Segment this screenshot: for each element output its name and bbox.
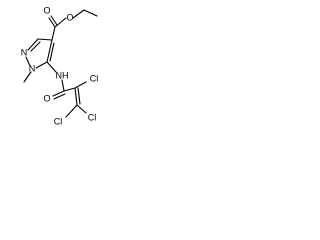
structure-canvas: O O N N NH O Cl Cl Cl — [0, 0, 103, 131]
bond-vinyl-c2-to-cl-b — [76, 104, 87, 114]
bond-ring-n1-c5 — [35, 61, 48, 69]
bond-n1-methyl — [23, 71, 32, 83]
atom-label-cl-c: Cl — [54, 116, 63, 126]
bond-ether-o-to-ch2 — [72, 9, 85, 19]
bond-ring-c3-n2-double — [27, 38, 39, 51]
atom-label-ester-carbonyl-o: O — [43, 5, 50, 15]
atom-label-amide-o: O — [43, 93, 50, 103]
bond-nh-to-amide-c — [61, 79, 65, 92]
atom-label-ring-n2: N — [21, 47, 28, 57]
bond-carbonyl-c-to-ring — [51, 26, 56, 41]
bond-vinyl-double-1 — [74, 87, 78, 106]
bond-ring-c3-n2-inner — [30, 41, 41, 52]
atom-label-cl-a: Cl — [90, 73, 99, 83]
bond-vinyl-double-2 — [77, 87, 81, 105]
bond-amide-c-to-vinyl-c — [63, 87, 76, 92]
bond-ring-c4-c3 — [37, 38, 53, 41]
bond-ring-c5-c4-double — [49, 42, 55, 62]
chemical-structure-diagram: O O N N NH O Cl Cl Cl — [21, 5, 99, 126]
bond-carbonyl-double-1 — [48, 17, 56, 28]
atom-label-cl-b: Cl — [88, 112, 97, 122]
bond-c5-to-nh — [46, 61, 57, 73]
bond-carbonyl-double-2 — [50, 15, 58, 26]
bond-ring-c5-c4 — [46, 39, 53, 63]
bond-vinyl-c-to-cl-a — [74, 81, 87, 89]
bond-ring-n2-n1 — [25, 56, 31, 67]
bond-amide-c-o-double-1 — [52, 90, 65, 97]
bond-ethyl-ch2-ch3 — [83, 9, 98, 17]
bond-carbonyl-to-ether-o — [54, 17, 67, 28]
bond-amide-c-o-double-2 — [53, 93, 66, 100]
atom-label-ester-ether-o: O — [66, 12, 73, 22]
atom-label-ring-n1: N — [29, 63, 36, 73]
atom-label-amide-nh: NH — [56, 70, 69, 80]
bond-vinyl-c2-to-cl-c — [65, 104, 78, 118]
